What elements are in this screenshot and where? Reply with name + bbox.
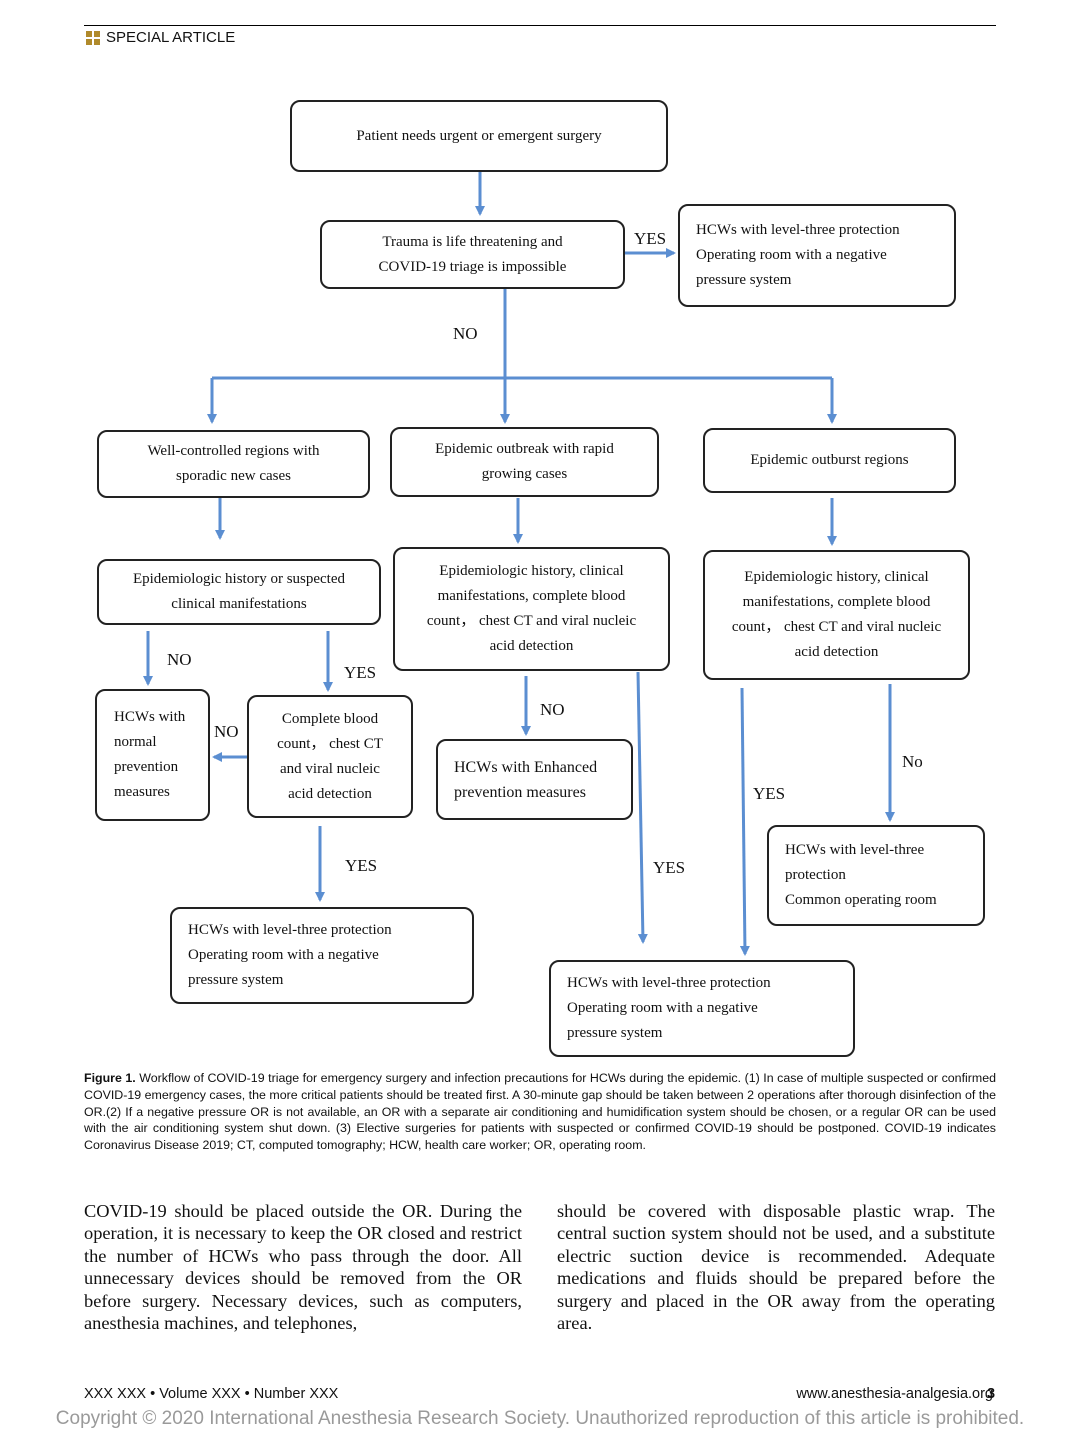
page-number: 3 [987,1386,996,1402]
label-yes-left: YES [344,663,377,682]
flowchart-arrows [143,172,895,956]
node-trauma: Trauma is life threatening and COVID-19 … [320,220,625,289]
node-epidemic-outburst: Epidemic outburst regions [703,428,956,493]
footer-url: www.anesthesia-analgesia.org [796,1386,993,1402]
body-column-2: should be covered with disposable plasti… [557,1201,995,1334]
node-level3-bottom: HCWs with level-three protection Operati… [549,960,855,1057]
node-epi-full-right: Epidemiologic history, clinical manifest… [703,550,970,680]
node-level3-common: HCWs with level-three protection Common … [767,825,985,926]
footer-journal: XXX XXX • Volume XXX • Number XXX [84,1386,339,1402]
node-start: Patient needs urgent or emergent surgery [290,100,668,172]
label-yes-right: YES [753,784,786,803]
node-epi-suspected: Epidemiologic history or suspected clini… [97,559,381,625]
copyright-notice: Copyright © 2020 International Anesthesi… [55,1408,1025,1429]
node-enhanced-prevention: HCWs with Enhanced prevention measures [436,739,633,820]
node-normal-prevention: HCWs with normal prevention measures [95,689,210,821]
label-no-normal: NO [214,722,239,741]
caption-text: Workflow of COVID-19 triage for emergenc… [84,1071,996,1153]
node-level3-left: HCWs with level-three protection Operati… [170,907,474,1004]
header-rule [84,25,996,26]
node-trauma-yes-outcome: HCWs with level-three protection Operati… [678,204,956,307]
label-no-trauma: NO [453,324,478,343]
label-no-left: NO [167,650,192,669]
node-well-controlled: Well-controlled regions with sporadic ne… [97,430,370,498]
label-no-right: No [902,752,923,771]
node-epidemic-outbreak: Epidemic outbreak with rapid growing cas… [390,427,659,497]
node-epi-full-mid: Epidemiologic history, clinical manifest… [393,547,670,671]
section-title: SPECIAL ARTICLE [106,29,236,46]
caption-label: Figure 1. [84,1071,136,1085]
figure-caption: Figure 1. Workflow of COVID-19 triage fo… [84,1070,996,1154]
label-yes-cbc: YES [345,856,378,875]
label-no-mid: NO [540,700,565,719]
body-column-1: COVID-19 should be placed outside the OR… [84,1201,522,1334]
node-cbc-test: Complete blood count， chest CT and viral… [247,695,413,818]
label-yes-trauma: YES [634,229,667,248]
label-yes-mid: YES [653,858,686,877]
flowchart: Patient needs urgent or emergent surgery… [95,100,985,1057]
grid-icon [86,30,100,45]
section-label: SPECIAL ARTICLE [86,29,235,46]
